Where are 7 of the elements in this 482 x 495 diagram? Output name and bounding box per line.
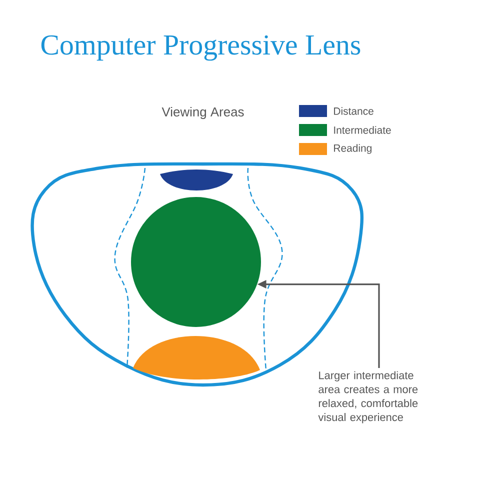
callout-text: Larger intermediate area creates a more relaxed, comfortable visual experience	[318, 371, 418, 424]
legend-label: Intermediate	[334, 126, 391, 134]
legend-label: Distance	[334, 107, 374, 115]
intermediate-zone	[131, 197, 261, 327]
title: Computer Progressive Lens	[41, 35, 360, 61]
legend-heading: Viewing Areas	[162, 106, 244, 120]
legend-label: Reading	[334, 144, 372, 154]
